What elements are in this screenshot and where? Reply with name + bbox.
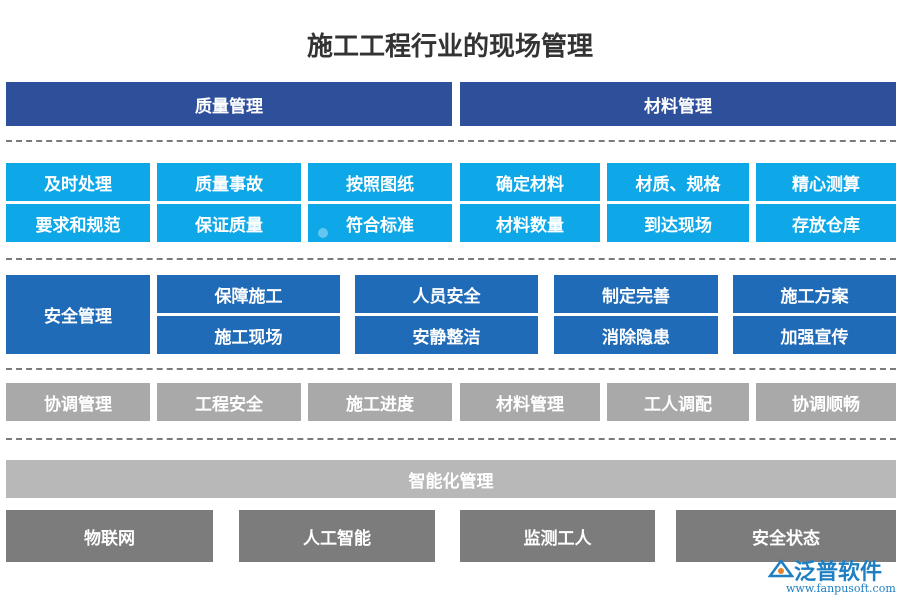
detail-box: 确定材料 bbox=[460, 163, 600, 201]
detail-box: 要求和规范 bbox=[6, 204, 150, 242]
watermark-mark bbox=[316, 226, 334, 240]
smart-management-header: 智能化管理 bbox=[6, 460, 896, 498]
detail-box: 符合标准 bbox=[308, 204, 452, 242]
safety-item: 加强宣传 bbox=[733, 316, 896, 354]
divider bbox=[6, 140, 896, 142]
safety-item: 施工方案 bbox=[733, 275, 896, 313]
diagram-title: 施工工程行业的现场管理 bbox=[306, 32, 593, 62]
detail-box: 保证质量 bbox=[157, 204, 301, 242]
brand-logo: 泛普软件 www.fanpusoft.com bbox=[764, 552, 896, 596]
safety-item: 施工现场 bbox=[157, 316, 340, 354]
safety-item: 制定完善 bbox=[554, 275, 718, 313]
safety-item: 保障施工 bbox=[157, 275, 340, 313]
coordination-item: 协调管理 bbox=[6, 383, 150, 421]
quality-management-header: 质量管理 bbox=[6, 82, 452, 126]
smart-item: 监测工人 bbox=[460, 510, 655, 562]
detail-box: 材料数量 bbox=[460, 204, 600, 242]
logo-url: www.fanpusoft.com bbox=[786, 582, 896, 595]
smart-item: 人工智能 bbox=[239, 510, 435, 562]
detail-box: 材质、规格 bbox=[607, 163, 749, 201]
safety-item: 消除隐患 bbox=[554, 316, 718, 354]
detail-box: 及时处理 bbox=[6, 163, 150, 201]
coordination-item: 材料管理 bbox=[460, 383, 600, 421]
coordination-item: 工程安全 bbox=[157, 383, 301, 421]
divider bbox=[6, 258, 896, 260]
divider bbox=[6, 438, 896, 440]
detail-box: 精心测算 bbox=[756, 163, 896, 201]
coordination-item: 协调顺畅 bbox=[756, 383, 896, 421]
safety-management-label: 安全管理 bbox=[6, 275, 150, 354]
detail-box: 质量事故 bbox=[157, 163, 301, 201]
smart-item: 物联网 bbox=[6, 510, 213, 562]
coordination-item: 工人调配 bbox=[607, 383, 749, 421]
detail-box: 到达现场 bbox=[607, 204, 749, 242]
detail-box: 按照图纸 bbox=[308, 163, 452, 201]
coordination-item: 施工进度 bbox=[308, 383, 452, 421]
safety-item: 人员安全 bbox=[355, 275, 538, 313]
logo-mark-icon bbox=[768, 558, 794, 578]
safety-item: 安静整洁 bbox=[355, 316, 538, 354]
detail-box: 存放仓库 bbox=[756, 204, 896, 242]
smart-item: 安全状态 bbox=[676, 510, 896, 562]
divider bbox=[6, 368, 896, 370]
material-management-header: 材料管理 bbox=[460, 82, 896, 126]
logo-name: 泛普软件 bbox=[794, 560, 883, 585]
